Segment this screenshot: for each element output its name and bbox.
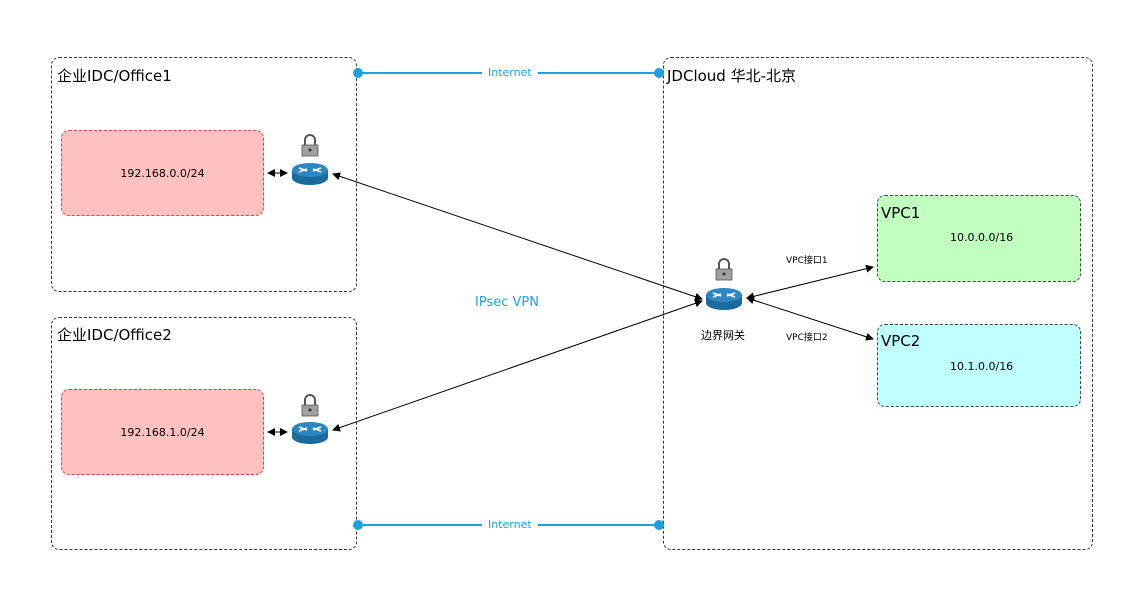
vpc2-cidr: 10.1.0.0/16 — [950, 360, 1014, 373]
vpc1-link-label: VPC接口1 — [786, 256, 828, 266]
vpc2-box — [877, 324, 1081, 407]
office1-subnet-label: 192.168.0.0/24 — [120, 166, 205, 180]
office2-router-icon — [292, 422, 328, 444]
vpc2-link-label: VPC接口2 — [786, 333, 828, 343]
gateway-lock-icon — [715, 258, 733, 281]
office2-subnet-label: 192.168.1.0/24 — [120, 425, 205, 439]
internet-top-label: Internet — [482, 66, 538, 79]
vpc1-box — [877, 195, 1081, 282]
office1-subnet: 192.168.0.0/24 — [61, 130, 264, 216]
office2-subnet: 192.168.1.0/24 — [61, 389, 264, 475]
vpn-label: IPsec VPN — [475, 295, 539, 310]
vpc1-link — [746, 264, 874, 301]
gateway-label: 边界网关 — [701, 329, 745, 342]
office2-title: 企业IDC/Office2 — [57, 326, 172, 344]
vpc1-cidr: 10.0.0.0/16 — [950, 231, 1014, 244]
office2-group — [51, 317, 357, 550]
vpn-tunnel-office1 — [332, 172, 703, 301]
internet-top-left-dot — [353, 68, 363, 78]
vpc1-title: VPC1 — [881, 204, 921, 222]
internet-bottom-left-dot — [353, 520, 363, 530]
office1-router-icon — [292, 163, 328, 185]
jdcloud-title: JDCloud 华北-北京 — [667, 67, 797, 85]
vpc2-title: VPC2 — [881, 332, 921, 350]
internet-bottom-label: Internet — [482, 518, 538, 531]
vpn-tunnel-office2 — [332, 299, 703, 432]
office1-title: 企业IDC/Office1 — [57, 67, 172, 85]
gateway-router-icon — [706, 288, 742, 310]
internet-top-right-dot — [654, 68, 664, 78]
internet-bottom-right-dot — [654, 520, 664, 530]
office1-lock-icon — [301, 134, 319, 157]
vpc2-link — [746, 296, 874, 341]
office2-lock-icon — [301, 394, 319, 417]
